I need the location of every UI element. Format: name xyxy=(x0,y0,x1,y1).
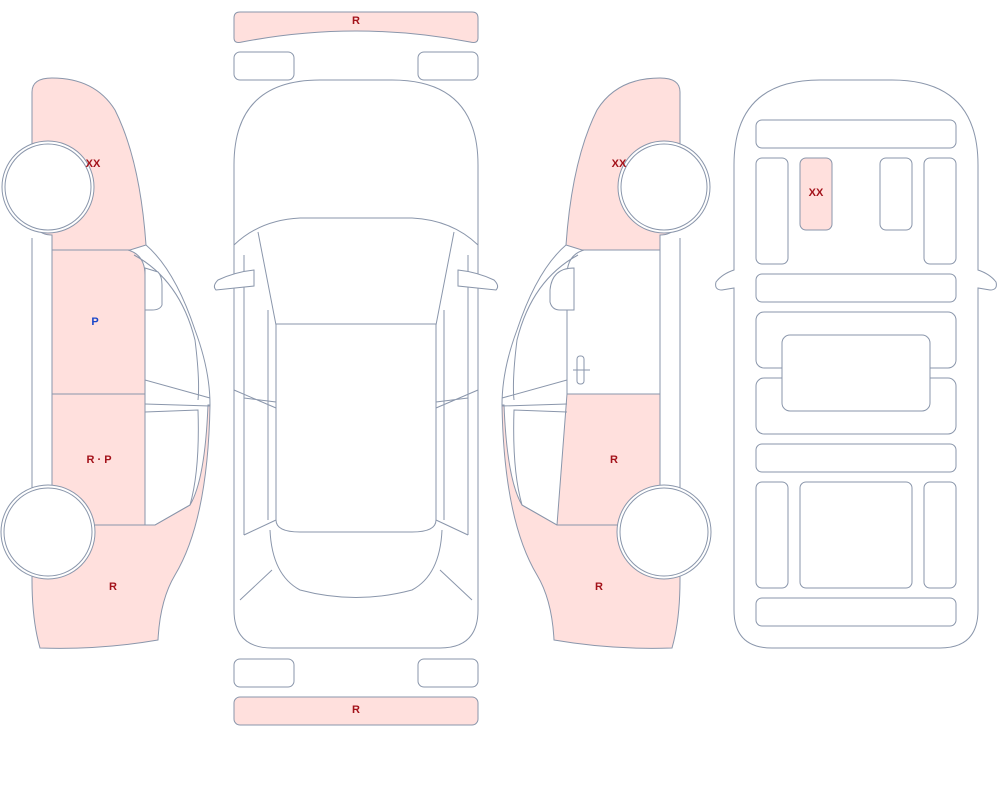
right-side-view: XX R R xyxy=(501,77,712,649)
interior-view: XX xyxy=(715,79,997,649)
mark-rear-bumper: R xyxy=(352,704,360,716)
right-front-wheel-inner xyxy=(620,143,708,231)
left-rear-quarter[interactable] xyxy=(31,404,211,649)
left-mirror[interactable] xyxy=(144,267,163,311)
left-side-view: XX P R · P R xyxy=(0,77,211,649)
windshield xyxy=(233,217,479,326)
rear-bumper[interactable] xyxy=(233,696,479,726)
mark-roof-panel: XX xyxy=(809,187,824,199)
mark-left-front-fender: XX xyxy=(86,158,101,170)
mark-right-front-fender: XX xyxy=(612,158,627,170)
left-window-lines xyxy=(133,244,211,526)
right-headlight[interactable] xyxy=(417,51,479,81)
right-rear-quarter[interactable] xyxy=(501,404,681,649)
side-frames xyxy=(233,255,479,536)
right-taillight[interactable] xyxy=(417,658,479,688)
mark-right-rear-quarter: R xyxy=(595,581,603,593)
right-front-panel[interactable] xyxy=(923,157,957,265)
dashboard[interactable] xyxy=(755,119,957,149)
trunk-bar[interactable] xyxy=(755,597,957,627)
mark-left-rear-quarter: R xyxy=(109,581,117,593)
top-right-mirror[interactable] xyxy=(457,269,499,291)
mark-front-bumper: R xyxy=(352,15,360,27)
right-mirror[interactable] xyxy=(549,267,575,311)
mark-left-rear-door: R · P xyxy=(86,454,111,466)
left-headlight[interactable] xyxy=(233,51,295,81)
center-roof-panel[interactable] xyxy=(781,334,931,412)
right-front-door[interactable] xyxy=(566,249,661,395)
rear-window xyxy=(239,519,473,601)
left-rear-panel[interactable] xyxy=(755,481,789,589)
rear-center-panel[interactable] xyxy=(799,481,913,589)
left-rear-wheel-inner xyxy=(3,487,93,577)
car-body-top xyxy=(233,79,479,649)
mark-right-rear-door: R xyxy=(610,454,618,466)
roof-panel[interactable] xyxy=(799,157,833,231)
front-bumper[interactable] xyxy=(233,11,479,43)
left-taillight[interactable] xyxy=(233,658,295,688)
right-rear-panel[interactable] xyxy=(923,481,957,589)
mark-left-front-door: P xyxy=(91,316,98,328)
top-view: R R xyxy=(213,11,499,726)
front-seats-bar[interactable] xyxy=(755,273,957,303)
right-rear-wheel-inner xyxy=(619,487,709,577)
center-console-front[interactable] xyxy=(879,157,913,231)
right-window-lines xyxy=(501,244,579,526)
rear-seats-bar[interactable] xyxy=(755,443,957,473)
left-front-wheel-inner xyxy=(4,143,92,231)
top-left-mirror[interactable] xyxy=(213,269,255,291)
left-front-panel[interactable] xyxy=(755,157,789,265)
